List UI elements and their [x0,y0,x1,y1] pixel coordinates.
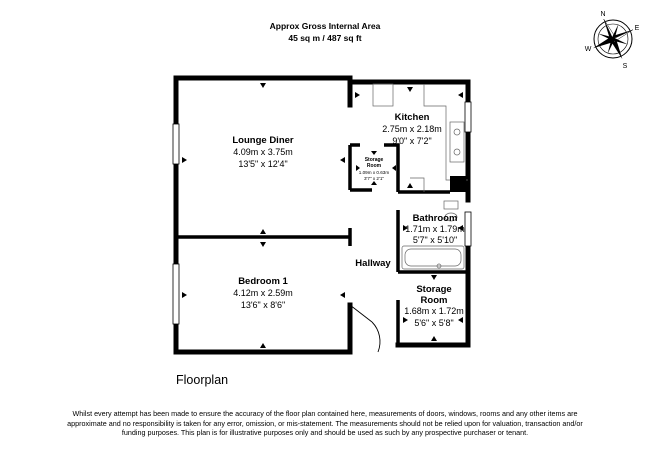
room-storage-small: Storage Room 1.09m x 0.63m 3'7" x 2'1" [359,157,390,181]
room-metric: 1.71m x 1.79m [405,224,465,234]
compass-n-label: N [600,11,605,18]
plan-caption: Floorplan [176,373,229,387]
room-metric: 4.12m x 2.59m [233,288,293,298]
bath-icon [401,245,465,270]
compass-s-label: S [623,63,628,70]
room-imperial: 3'7" x 2'1" [364,176,384,181]
dimension-markers [182,83,463,348]
bathroom-fixtures [401,200,465,270]
room-imperial: 5'6" x 5'8" [414,318,453,328]
room-metric: 4.09m x 3.75m [233,147,293,157]
room-name: Storage [365,157,384,163]
window-bathroom [464,211,472,247]
area-header: Approx Gross Internal Area 45 sq m / 487… [0,20,650,44]
kitchen-fixtures [372,83,468,192]
room-name-2: Room [367,163,382,169]
room-name: Bedroom 1 [238,276,288,287]
room-name: Hallway [355,258,391,269]
area-value: 45 sq m / 487 sq ft [288,33,362,43]
room-hallway: Hallway [355,258,391,269]
sink-icon [449,121,465,163]
window-lounge [172,123,180,165]
room-imperial: 13'6" x 8'6" [241,300,285,310]
compass-icon: N E S W [585,11,640,70]
room-metric: 1.09m x 0.63m [359,170,390,175]
window-bedroom [172,263,180,325]
kitchen-counter [372,83,394,107]
room-imperial: 9'0" x 7'2" [392,136,431,146]
walls [173,75,471,355]
room-name: Storage [416,284,451,295]
boiler-icon [450,176,466,192]
room-metric: 1.68m x 1.72m [404,306,464,316]
room-imperial: 13'5" x 12'4" [238,159,287,169]
room-metric: 2.75m x 2.18m [382,124,442,134]
disclaimer-text: Whilst every attempt has been made to en… [67,409,583,438]
room-lounge: Lounge Diner 4.09m x 3.75m 13'5" x 12'4" [232,135,294,169]
room-bathroom: Bathroom 1.71m x 1.79m 5'7" x 5'10" [405,213,465,245]
compass-e-label: E [635,25,640,32]
entrance-door [349,304,381,353]
room-name: Bathroom [413,213,458,224]
window-kitchen [464,101,472,133]
room-storage: Storage Room 1.68m x 1.72m 5'6" x 5'8" [404,284,464,328]
room-kitchen: Kitchen 2.75m x 2.18m 9'0" x 7'2" [382,112,442,146]
compass-w-label: W [585,46,592,53]
toilet-icon [444,212,458,222]
room-name: Lounge Diner [232,135,294,146]
room-name-2: Room [421,295,448,306]
room-name: Kitchen [395,112,430,123]
room-imperial: 5'7" x 5'10" [413,235,457,245]
area-title: Approx Gross Internal Area [269,21,381,31]
room-bedroom: Bedroom 1 4.12m x 2.59m 13'6" x 8'6" [233,276,293,310]
windows [172,101,472,325]
